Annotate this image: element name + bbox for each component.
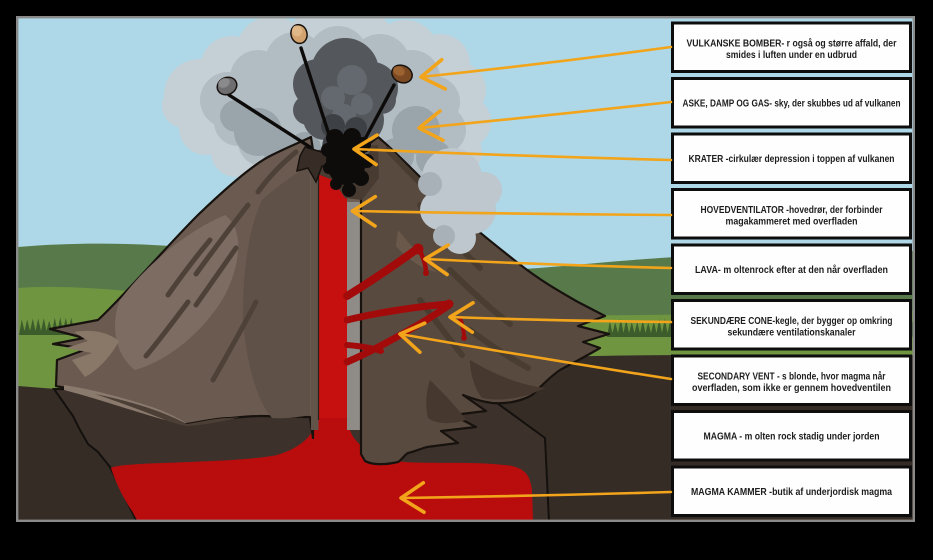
svg-text:overfladen, som ikke er gennem: overfladen, som ikke er gennem hovedvent…	[692, 382, 891, 394]
svg-text:KRATER -cirkulær depression i: KRATER -cirkulær depression i toppen af …	[689, 153, 895, 165]
svg-text:SEKUNDÆRE CONE-kegle, der bygg: SEKUNDÆRE CONE-kegle, der bygger op omkr…	[691, 315, 893, 327]
svg-text:HOVEDVENTILATOR -hovedrør, der: HOVEDVENTILATOR -hovedrør, der forbinder	[701, 204, 883, 216]
svg-text:SECONDARY VENT - s blonde, hvo: SECONDARY VENT - s blonde, hvor magma nå…	[698, 371, 886, 383]
svg-text:smides i luften under en udbru: smides i luften under en udbrud	[726, 49, 857, 61]
svg-text:MAGMA - m olten rock stadig un: MAGMA - m olten rock stadig under jorden	[704, 431, 880, 443]
svg-text:LAVA- m oltenrock efter at den: LAVA- m oltenrock efter at den når overf…	[695, 264, 888, 276]
svg-text:ASKE, DAMP OG GAS- sky, der sk: ASKE, DAMP OG GAS- sky, der skubbes ud a…	[683, 98, 901, 110]
svg-text:magakammeret med overfladen: magakammeret med overfladen	[726, 216, 858, 228]
svg-text:VULKANSKE BOMBER- r også og st: VULKANSKE BOMBER- r også og større affal…	[687, 38, 897, 50]
svg-text:sekundære ventilationskanaler: sekundære ventilationskanaler	[728, 327, 856, 339]
svg-text:MAGMA KAMMER -butik af underjo: MAGMA KAMMER -butik af underjordisk magm…	[691, 486, 892, 498]
